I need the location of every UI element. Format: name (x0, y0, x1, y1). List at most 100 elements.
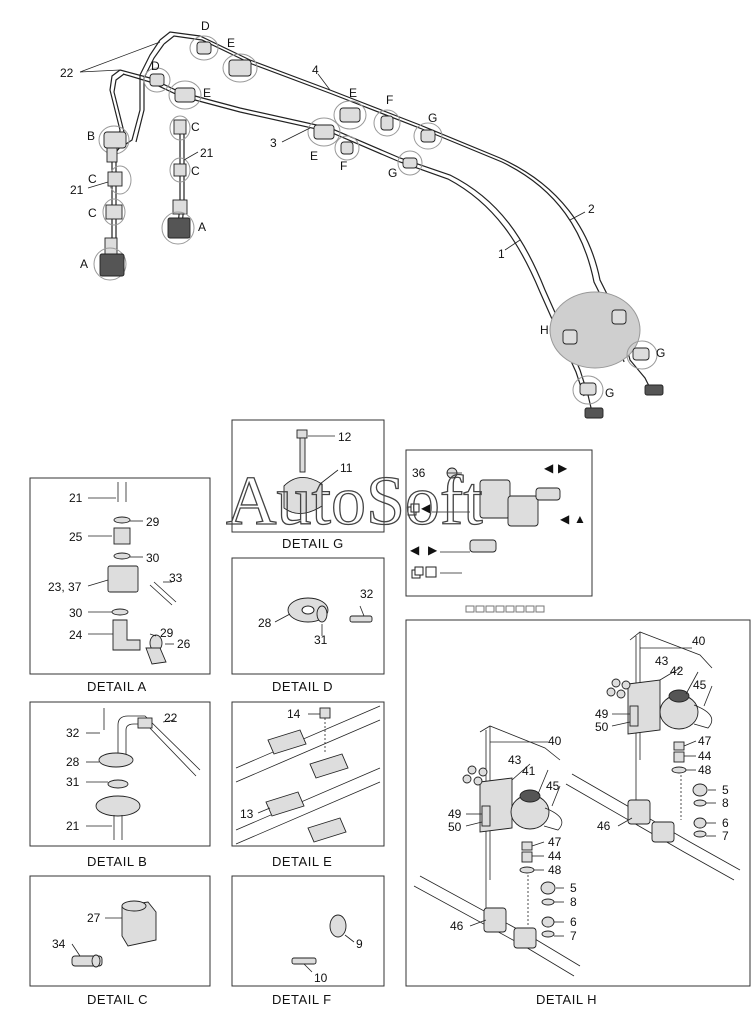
callout: G (605, 386, 614, 400)
detail-d-label: DETAIL D (272, 679, 333, 694)
callout: D (151, 59, 160, 73)
arrow-left-icon[interactable]: ◀ (410, 543, 420, 557)
right-hose-assembly (161, 115, 195, 245)
callout: C (88, 172, 97, 186)
detail-a-label: DETAIL A (87, 679, 147, 694)
detail-c-label: DETAIL C (87, 992, 148, 1007)
callout: F (340, 159, 347, 173)
callout: 50 (595, 720, 609, 734)
clamp-e-upper (222, 53, 258, 83)
detail-e-label: DETAIL E (272, 854, 332, 869)
callout: 21 (66, 819, 80, 833)
detail-h-region (549, 291, 641, 369)
arrow-up-icon[interactable]: ▲ (574, 512, 586, 526)
callout: 8 (570, 895, 577, 909)
callout: 11 (340, 461, 353, 475)
detail-h-label: DETAIL H (536, 992, 597, 1007)
callout: 44 (548, 849, 562, 863)
callout: 30 (146, 551, 160, 565)
clamp-g-lower (397, 150, 423, 176)
arrow-left-icon[interactable]: ◀ (421, 501, 431, 515)
detail-a: 21 29 25 30 23, 37 33 30 24 29 26 DETAIL… (29, 477, 211, 694)
clamp-d-upper (189, 35, 219, 61)
detail-d: 32 28 31 DETAIL D (231, 557, 385, 694)
callout: 21 (200, 146, 214, 160)
callout: 47 (698, 734, 712, 748)
callout: 41 (522, 764, 536, 778)
callout: 29 (160, 626, 174, 640)
callout: 3 (270, 136, 277, 150)
left-hose-assembly (93, 125, 132, 281)
detail-f-label: DETAIL F (272, 992, 332, 1007)
callout: E (349, 86, 357, 100)
clamp-f-lower (334, 135, 360, 161)
callout: 40 (548, 734, 562, 748)
callout: 43 (508, 753, 522, 767)
flange-g-right (626, 340, 664, 396)
callout: 47 (548, 835, 562, 849)
detail-g-leaders (308, 435, 339, 485)
footer-marker-row (465, 605, 545, 613)
detail-f-leaders (303, 934, 355, 973)
callout: F (386, 93, 393, 107)
callout: A (198, 220, 206, 234)
callout: A (80, 257, 88, 271)
callout: 21 (70, 183, 84, 197)
view-panel-icons: ◀ ▶ ◀ ▲ ◀ ▶ ◀ (407, 461, 586, 579)
arrow-left-icon[interactable]: ◀ (544, 461, 554, 475)
detail-h: 40 43 42 45 49 50 47 44 48 5 8 6 7 46 40… (405, 619, 751, 1007)
callout: 26 (177, 637, 191, 651)
callout: 21 (69, 491, 83, 505)
overview-assembly: 22 D E D E 4 E F G 3 E F G B C 21 C 21 C… (60, 19, 665, 419)
callout: 49 (448, 807, 462, 821)
callout: 48 (548, 863, 562, 877)
window-toggle-icon[interactable] (407, 503, 420, 516)
detail-c-frame (29, 875, 211, 987)
detail-b-label: DETAIL B (87, 854, 147, 869)
detail-b-frame (29, 701, 211, 847)
arrow-right-icon[interactable]: ▶ (558, 461, 568, 475)
detail-b: 32 22 28 31 21 DETAIL B (29, 701, 211, 869)
callout: 13 (240, 807, 254, 821)
pipe-2 (159, 31, 653, 393)
detail-g-frame (231, 419, 385, 533)
detail-h-frame (405, 619, 751, 987)
arrow-right-icon[interactable]: ▶ (428, 543, 438, 557)
callout: E (227, 36, 235, 50)
detail-c-leaders (71, 917, 122, 957)
detail-g-label: DETAIL G (282, 536, 344, 551)
clamp-f-upper (373, 109, 401, 137)
callout: 46 (597, 819, 611, 833)
callout: 44 (698, 749, 712, 763)
callout: 29 (146, 515, 160, 529)
callout: H (540, 323, 549, 337)
callout: 4 (312, 63, 319, 77)
view-panel-frame (405, 449, 593, 597)
clamp-e-mid-upper (333, 100, 367, 130)
detail-d-frame (231, 557, 385, 675)
detail-e-frame (231, 701, 385, 847)
arrow-left-icon[interactable]: ◀ (560, 512, 570, 526)
clamp-e-left (168, 80, 202, 110)
callout: C (191, 120, 200, 134)
callout: 2 (588, 202, 595, 216)
callout: 49 (595, 707, 609, 721)
clamp-g-upper (413, 122, 443, 150)
callout: 31 (66, 775, 80, 789)
callout: 45 (546, 779, 560, 793)
callout: 7 (722, 829, 729, 843)
callout: C (191, 164, 200, 178)
callout: 22 (60, 66, 74, 80)
callout: 36 (412, 466, 426, 480)
callout: 7 (570, 929, 577, 943)
detail-a-leaders (87, 497, 174, 645)
callout: D (201, 19, 210, 33)
callout: 45 (693, 678, 707, 692)
clamp-h (562, 309, 627, 345)
callout: 46 (450, 919, 464, 933)
callout: 33 (169, 571, 183, 585)
window-toggle-icon[interactable] (411, 566, 437, 579)
detail-d-leaders (274, 605, 365, 636)
callout: 12 (338, 430, 352, 444)
clamp-d-lower (143, 67, 171, 93)
